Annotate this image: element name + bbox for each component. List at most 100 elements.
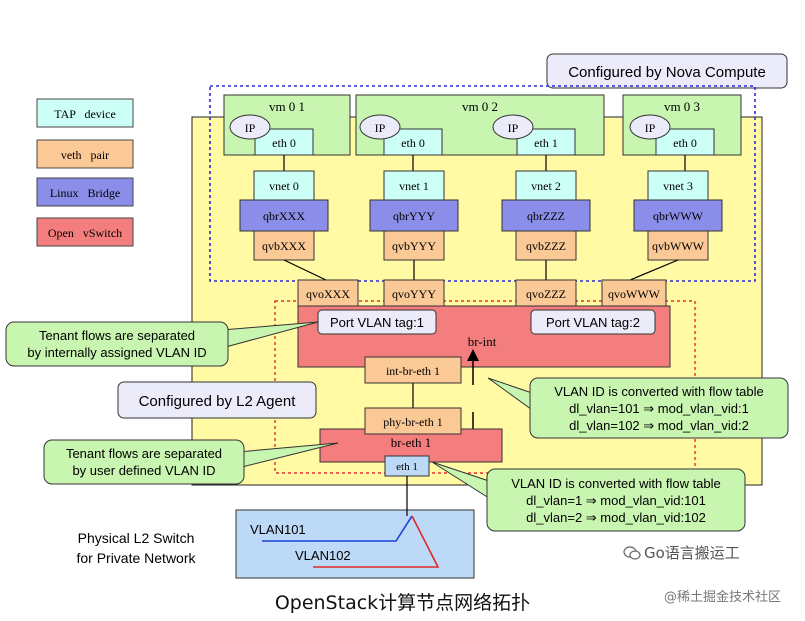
qvo-label: qvoZZZ xyxy=(526,287,566,301)
eth-port-label: eth 1 xyxy=(534,136,558,150)
callout-vlan-table-2-line3: dl_vlan=2 ⇒ mod_vlan_vid:102 xyxy=(526,510,706,525)
watermark-author: Go语言搬运工 xyxy=(644,544,740,562)
qvb-qvo-links xyxy=(283,259,679,281)
qvo-ports: qvoXXX qvoYYY qvoZZZ qvoWWW xyxy=(297,279,667,307)
callout-tenant-internal xyxy=(5,321,229,367)
qbr-label: qbrWWW xyxy=(653,209,704,223)
phy-br-eth-port xyxy=(364,407,462,435)
callout-vlan-table-1-line3: dl_vlan=102 ⇒ mod_vlan_vid:2 xyxy=(569,418,749,433)
vlan102-label: VLAN102 xyxy=(295,548,351,563)
port-vlan-tag-2-label: Port VLAN tag:2 xyxy=(546,315,640,330)
qvb-label: qvbXXX xyxy=(262,239,306,253)
qbr-label: qbrYYY xyxy=(393,209,435,223)
nova-compute-boundary xyxy=(209,85,756,282)
legend-veth-swatch xyxy=(36,139,134,169)
qvo-port xyxy=(383,279,445,307)
port-vlan-tag-1-label: Port VLAN tag:1 xyxy=(330,315,424,330)
vm-name: vm 0 2 xyxy=(462,99,498,114)
l2-agent-label-box xyxy=(117,381,317,419)
qvo-label: qvoXXX xyxy=(306,287,350,301)
vnet-label: vnet 2 xyxy=(531,179,561,193)
callout-vlan-table-2-line1: VLAN ID is converted with flow table xyxy=(511,476,721,491)
figure-caption: OpenStack计算节点网络拓扑 xyxy=(274,592,531,614)
ip-badge xyxy=(229,114,271,140)
vm-03: vm 0 3 eth 0 IP xyxy=(622,94,742,156)
physical-title-line2: for Private Network xyxy=(76,550,196,566)
vnet-label: vnet 1 xyxy=(399,179,429,193)
br-eth-label: br-eth 1 xyxy=(391,435,432,450)
wechat-icon xyxy=(623,546,641,560)
l2-agent-label: Configured by L2 Agent xyxy=(139,393,297,410)
vm-01: vm 0 1 eth 0 IP xyxy=(223,94,351,156)
callout-vlan-table-1-line1: VLAN ID is converted with flow table xyxy=(554,384,764,399)
vnet-label: vnet 0 xyxy=(269,179,299,193)
vlan101-label: VLAN101 xyxy=(250,522,306,537)
bridge-stack-3: vnet 2 qbrZZZ qvbZZZ xyxy=(501,170,591,261)
vnet-label: vnet 3 xyxy=(663,179,693,193)
callout-tenant-user xyxy=(43,439,245,485)
qvb-veth xyxy=(383,230,445,261)
br-int-label: br-int xyxy=(468,334,497,349)
legend-tap-swatch xyxy=(36,98,134,128)
eth-port-label: eth 0 xyxy=(401,136,425,150)
int-br-eth-label: int-br-eth 1 xyxy=(386,364,440,378)
qvo-port xyxy=(297,279,359,307)
qvo-port xyxy=(515,279,577,307)
vnet-tap xyxy=(253,170,315,201)
callout-tenant-internal-line1: Tenant flows are separated xyxy=(39,328,195,343)
eth-port-label: eth 0 xyxy=(272,136,296,150)
qbr-bridge xyxy=(501,199,591,232)
ip-badge xyxy=(629,114,671,140)
callout-tenant-user-line2: by user defined VLAN ID xyxy=(72,463,215,478)
legend-ovs-swatch xyxy=(36,217,134,247)
vm-name: vm 0 3 xyxy=(664,99,700,114)
qvb-label: qvbZZZ xyxy=(526,239,566,253)
bridge-stack-1: vnet 0 qbrXXX qvbXXX xyxy=(239,170,329,261)
qbr-label: qbrZZZ xyxy=(527,209,565,223)
watermark-site: @稀土掘金技术社区 xyxy=(664,590,782,605)
callout-tenant-internal-line2: by internally assigned VLAN ID xyxy=(27,345,206,360)
eth1-label: eth 1 xyxy=(396,461,418,473)
qvo-label: qvoYYY xyxy=(392,287,436,301)
ip-label: IP xyxy=(645,121,656,135)
qvb-label: qvbWWW xyxy=(652,239,705,253)
qbr-bridge xyxy=(369,199,459,232)
callout-tenant-user-line1: Tenant flows are separated xyxy=(66,446,222,461)
qbr-bridge xyxy=(633,199,723,232)
bridge-stack-2: vnet 1 qbrYYY qvbYYY xyxy=(369,170,459,261)
qvb-veth xyxy=(253,230,315,261)
legend-ovs-label: Open vSwitch xyxy=(48,226,122,240)
vlan101-line xyxy=(262,515,413,542)
vnet-tap xyxy=(383,170,445,201)
legend: TAP device veth pair Linux Bridge Open v… xyxy=(36,98,134,247)
vm-02: vm 0 2 eth 0 IP eth 1 IP xyxy=(355,94,605,156)
qvo-label: qvoWWW xyxy=(608,287,661,301)
ip-badge xyxy=(359,114,401,140)
vnet-tap xyxy=(515,170,577,201)
callout-vlan-table-1-line2: dl_vlan=101 ⇒ mod_vlan_vid:1 xyxy=(569,401,749,416)
legend-veth-label: veth pair xyxy=(61,148,109,162)
legend-tap-label: TAP device xyxy=(54,107,116,121)
ip-label: IP xyxy=(245,121,256,135)
ip-badge xyxy=(492,114,534,140)
qvo-port xyxy=(601,279,667,307)
vlan102-line xyxy=(313,515,440,568)
vnet-tap xyxy=(647,170,709,201)
qbr-bridge xyxy=(239,199,329,232)
callout-vlan-table-2-line2: dl_vlan=1 ⇒ mod_vlan_vid:101 xyxy=(526,493,706,508)
qvb-label: qvbYYY xyxy=(392,239,436,253)
vm-name: vm 0 1 xyxy=(269,99,305,114)
qbr-label: qbrXXX xyxy=(263,209,305,223)
ip-label: IP xyxy=(508,121,519,135)
qvb-veth xyxy=(515,230,577,261)
eth-port-label: eth 0 xyxy=(673,136,697,150)
legend-bridge-label: Linux Bridge xyxy=(50,186,120,200)
phy-br-eth-label: phy-br-eth 1 xyxy=(383,415,442,429)
callout-vlan-table-2 xyxy=(486,468,746,532)
eth-vnet-links xyxy=(283,155,686,171)
ip-label: IP xyxy=(375,121,386,135)
bridge-stack-4: vnet 3 qbrWWW qvbWWW xyxy=(633,170,723,261)
port-vlan-tag-2 xyxy=(530,309,656,335)
legend-bridge-swatch xyxy=(36,177,134,207)
